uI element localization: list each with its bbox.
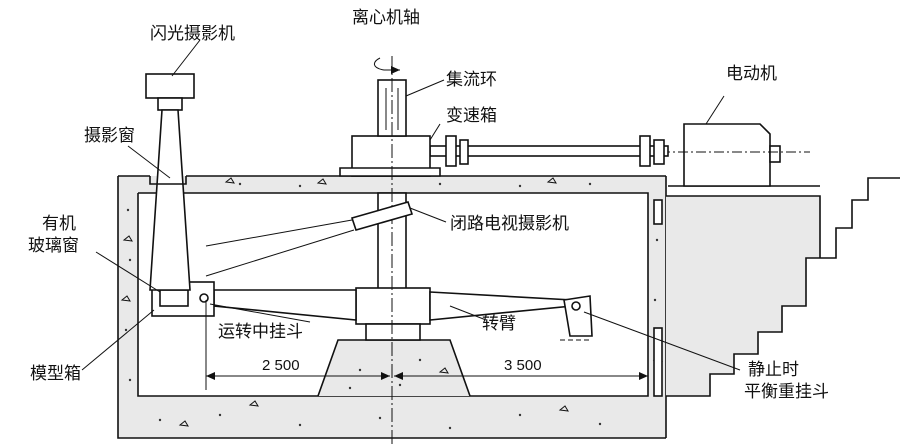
rest-bucket <box>560 295 593 341</box>
photo-window <box>149 176 187 185</box>
running-bucket-label: 运转中挂斗 <box>218 322 303 342</box>
cctv-camera <box>205 201 414 277</box>
dimension-lines <box>205 300 648 390</box>
photo-window-label: 摄影窗 <box>84 126 135 146</box>
right-radius-dimension: 3 500 <box>504 357 542 374</box>
leader-lines <box>81 39 741 371</box>
glass-window-label-line1: 有机 <box>42 214 76 234</box>
rotating-arm-label: 转臂 <box>482 314 516 334</box>
gearbox-label: 变速箱 <box>446 106 497 126</box>
wall-ladder <box>653 199 663 397</box>
centrifuge-shaft-label: 离心机轴 <box>352 8 420 28</box>
model-box-label: 模型箱 <box>30 364 81 384</box>
slip-ring-label: 集流环 <box>446 70 497 90</box>
cctv-camera-label: 闭路电视摄影机 <box>450 214 569 234</box>
left-radius-dimension: 2 500 <box>262 357 300 374</box>
rest-bucket-label-line2: 平衡重挂斗 <box>744 382 829 402</box>
transmission-shaft <box>429 135 669 167</box>
flash-camera-label: 闪光摄影机 <box>150 24 235 44</box>
gearbox <box>339 135 441 177</box>
rest-bucket-label-line1: 静止时 <box>748 360 799 380</box>
motor-label: 电动机 <box>726 64 777 84</box>
flash-camera <box>145 73 195 291</box>
glass-window-label-line2: 玻璃窗 <box>28 236 79 256</box>
motor <box>660 123 810 187</box>
